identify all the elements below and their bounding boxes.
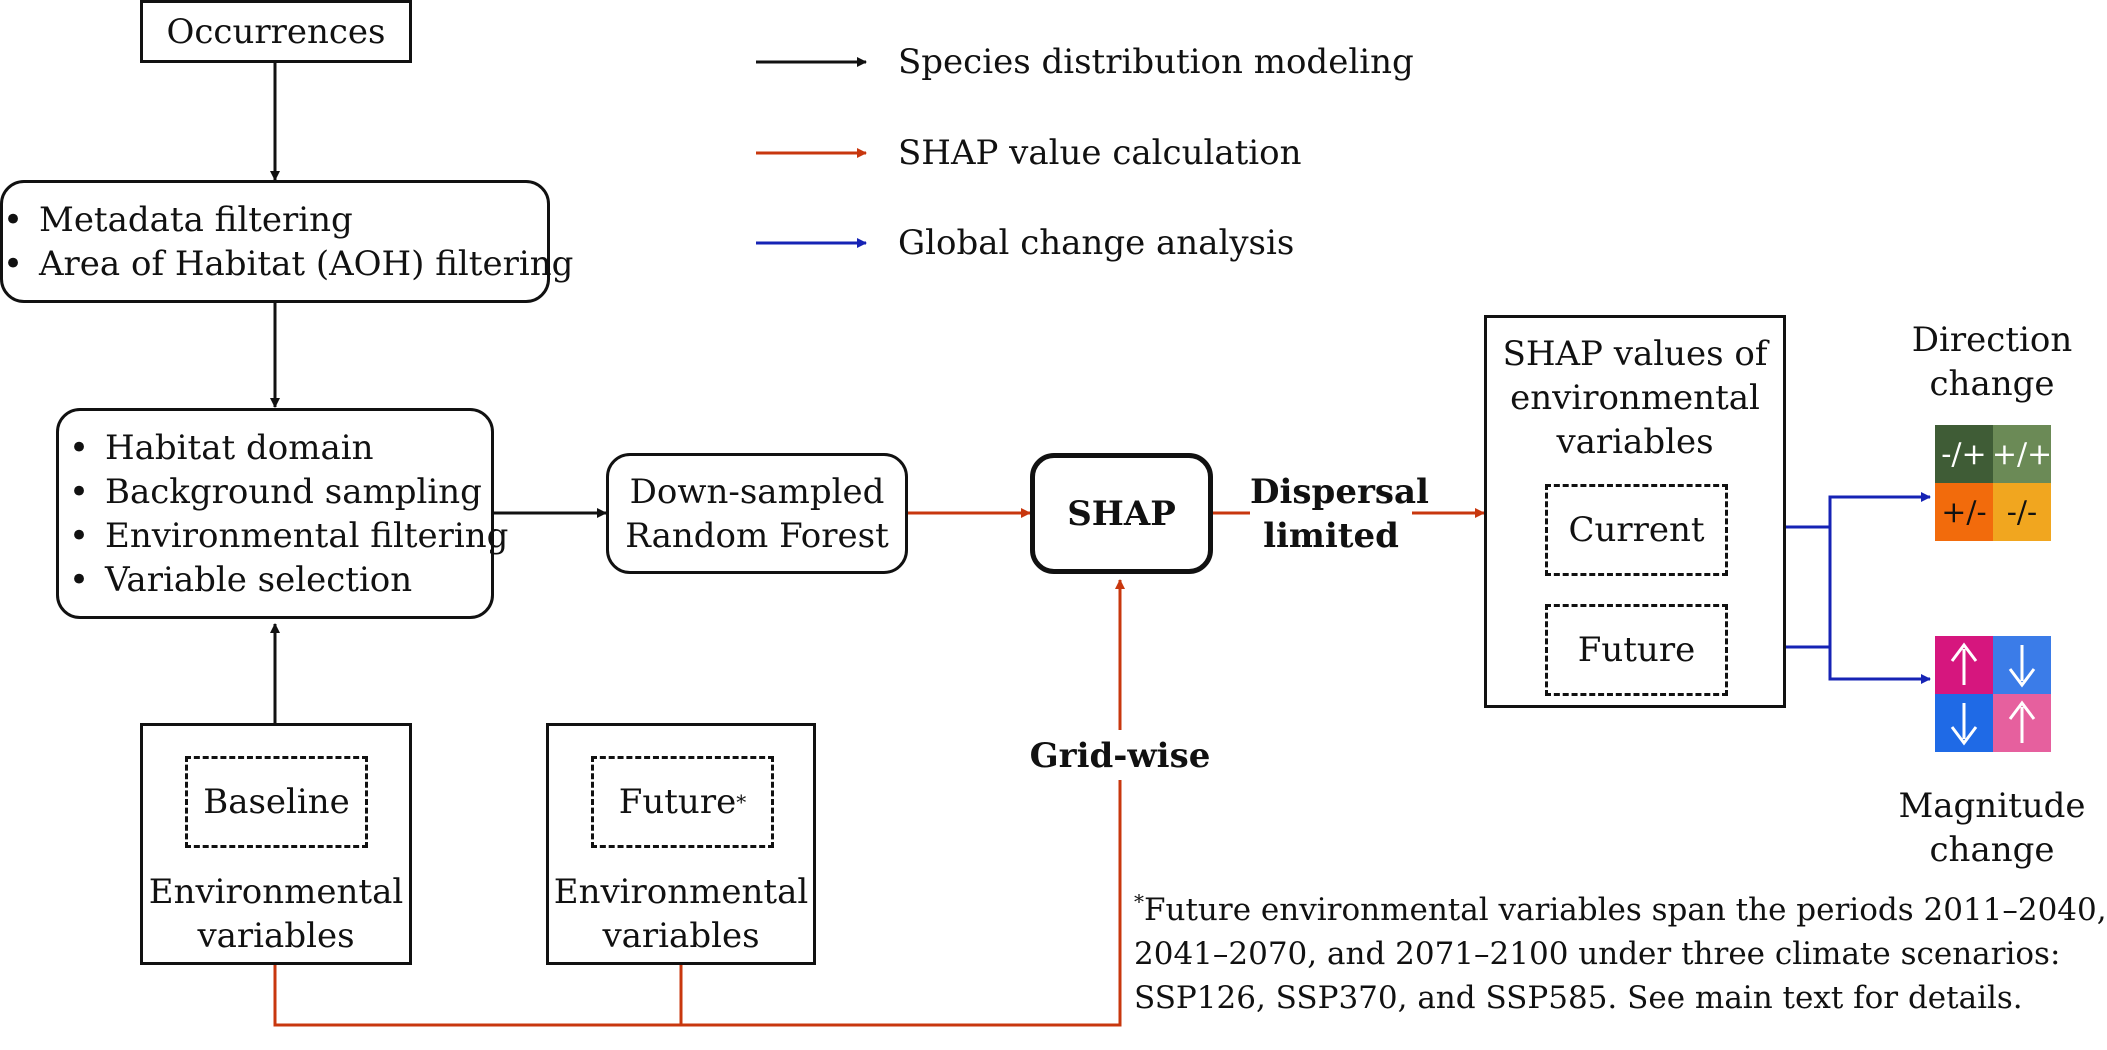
env-future-line2: variables <box>602 916 760 956</box>
baseline-label: Baseline <box>203 782 350 822</box>
current-box: Current <box>1545 484 1728 576</box>
dispersal-limited-label: Dispersal limited <box>1250 470 1429 558</box>
env-baseline-line1: Environmental <box>148 872 404 912</box>
prep-item: Variable selection <box>61 558 508 602</box>
shap-values-title: SHAP values of environmental variables <box>1487 332 1783 464</box>
shap-values-line1: SHAP values of <box>1502 334 1768 374</box>
footnote-line3: SSP126, SSP370, and SSP585. See main tex… <box>1134 980 2023 1016</box>
footnote: *Future environmental variables span the… <box>1134 888 2107 1020</box>
filter-item: Metadata filtering <box>0 198 573 242</box>
env-future-caption: Environmental variables <box>549 870 813 958</box>
direction-cell: +/- <box>1935 483 1993 541</box>
footnote-line1: Future environmental variables span the … <box>1144 892 2107 928</box>
current-label: Current <box>1568 510 1705 550</box>
baseline-box: Baseline <box>185 756 368 848</box>
prep-item: Background sampling <box>61 470 508 514</box>
filter-item: Area of Habitat (AOH) filtering <box>0 242 573 286</box>
prep-item: Habitat domain <box>61 426 508 470</box>
legend-item-sdm: Species distribution modeling <box>898 42 1414 82</box>
future-shap-label: Future <box>1577 630 1696 670</box>
magnitude-title-line1: Magnitude <box>1898 786 2086 826</box>
direction-cell: -/- <box>1993 483 2051 541</box>
direction-change-title: Direction change <box>1880 318 2104 406</box>
footnote-mark: * <box>1134 889 1144 914</box>
footnote-line2: 2041–2070, and 2071–2100 under three cli… <box>1134 936 2061 972</box>
up-arrow-icon <box>1935 636 1993 694</box>
occurrences-box: Occurrences <box>140 0 412 63</box>
down-arrow-icon <box>1993 636 2051 694</box>
direction-title-line1: Direction <box>1911 320 2073 360</box>
down-arrow-icon <box>1935 694 1993 752</box>
magnitude-change-grid <box>1935 636 2051 752</box>
shap-values-line3: variables <box>1556 422 1714 462</box>
env-baseline-box: Baseline Environmental variables <box>140 723 412 965</box>
shap-values-line2: environmental <box>1510 378 1760 418</box>
random-forest-line2: Random Forest <box>625 515 889 556</box>
dispersal-line1: Dispersal <box>1250 472 1429 512</box>
env-baseline-caption: Environmental variables <box>143 870 409 958</box>
grid-wise-label: Grid-wise <box>1020 734 1220 778</box>
direction-title-line2: change <box>1929 364 2055 404</box>
legend-item-global-change: Global change analysis <box>898 223 1295 263</box>
magnitude-title-line2: change <box>1929 830 2055 870</box>
shap-label: SHAP <box>1067 493 1176 534</box>
shap-box: SHAP <box>1030 453 1213 574</box>
magnitude-change-title: Magnitude change <box>1880 784 2104 872</box>
dispersal-line2: limited <box>1263 516 1399 556</box>
future-env-box: Future* <box>591 756 774 848</box>
prep-item: Environmental filtering <box>61 514 508 558</box>
direction-cell: -/+ <box>1935 425 1993 483</box>
occurrences-label: Occurrences <box>166 11 386 52</box>
direction-change-grid: -/+ +/+ +/- -/- <box>1935 425 2052 541</box>
env-future-line1: Environmental <box>553 872 809 912</box>
future-shap-box: Future <box>1545 604 1728 696</box>
future-env-label: Future <box>618 782 737 822</box>
env-future-box: Future* Environmental variables <box>546 723 816 965</box>
legend-item-shap: SHAP value calculation <box>898 133 1302 173</box>
up-arrow-icon <box>1993 694 2051 752</box>
random-forest-line1: Down-sampled <box>629 471 885 512</box>
filtering-box: Metadata filtering Area of Habitat (AOH)… <box>0 180 573 303</box>
shap-values-box: SHAP values of environmental variables C… <box>1484 315 1786 708</box>
random-forest-box: Down-sampled Random Forest <box>606 453 908 574</box>
preparation-box: Habitat domain Background sampling Envir… <box>56 408 508 619</box>
direction-cell: +/+ <box>1992 425 2052 483</box>
env-baseline-line2: variables <box>197 916 355 956</box>
